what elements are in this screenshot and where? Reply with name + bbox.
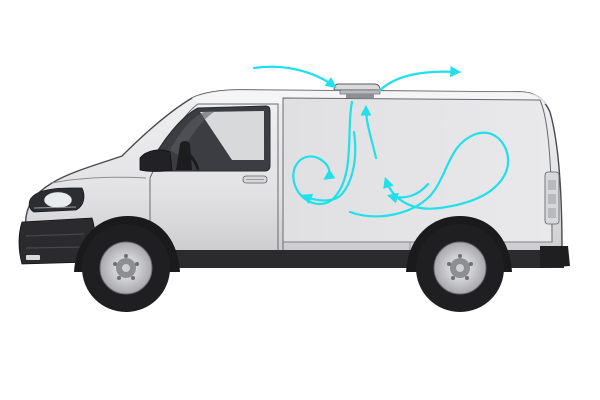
wheel-icon bbox=[82, 224, 170, 312]
cargo-panel bbox=[282, 97, 553, 243]
seat-icon bbox=[176, 141, 192, 170]
airflow-arrow-icon bbox=[378, 66, 462, 92]
steering-wheel-icon bbox=[183, 148, 200, 171]
airflow-arrow-icon bbox=[252, 65, 337, 88]
airflow-arrow-icon bbox=[348, 131, 510, 218]
wheel-icon bbox=[416, 224, 504, 312]
airflow-arrow-icon bbox=[360, 104, 378, 160]
side-mirror-icon bbox=[139, 149, 173, 172]
airflow-arrow-icon bbox=[292, 100, 354, 206]
airflow-arrow-icon bbox=[386, 182, 430, 204]
airflow-arrows bbox=[252, 65, 510, 218]
panel-van-icon bbox=[18, 89, 570, 272]
airflow-arrow-icon bbox=[300, 130, 357, 205]
